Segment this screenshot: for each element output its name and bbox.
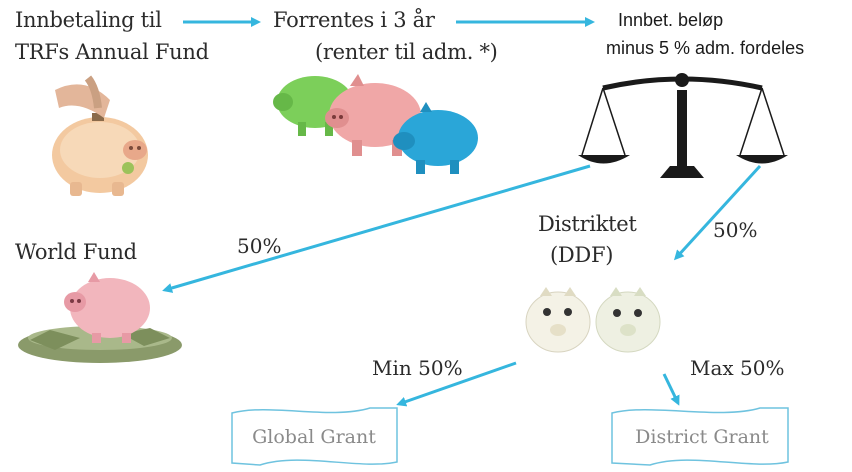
edge-label-district-grant: Max 50% [690,356,785,380]
arrow-scale-to-world-fund [162,164,591,293]
payment-label-line1: Innbetaling til [15,8,162,32]
piggy-banks-group-icon [273,74,478,174]
district-label-line1: Distriktet [538,212,637,236]
global-grant-label: Global Grant [252,426,376,448]
piggy-bank-coin-icon [52,75,148,196]
distribution-label-line2: minus 5 % adm. fordeles [606,38,805,58]
balance-scale-icon [578,73,788,178]
district-grant-box: District Grant [611,407,789,466]
district-label-line2: (DDF) [550,243,614,267]
district-grant-label: District Grant [635,426,769,448]
edge-label-world-fund: 50% [237,234,282,258]
edge-label-global-grant: Min 50% [372,356,463,380]
arrow-district-to-global-grant [396,361,517,407]
piggy-bank-money-icon [18,272,182,363]
interest-label-line2: (renter til adm. *) [315,40,498,64]
arrow-district-to-district-grant [662,373,680,406]
edge-label-district: 50% [713,218,758,242]
interest-label-line1: Forrentes i 3 år [273,8,435,32]
arrow-scale-to-district [673,164,762,261]
global-grant-box: Global Grant [231,407,398,466]
payment-label-line2: TRFs Annual Fund [15,40,209,64]
world-fund-label: World Fund [15,240,137,264]
twin-piggy-banks-icon [525,287,661,353]
distribution-label-line1: Innbet. beløp [618,10,724,30]
